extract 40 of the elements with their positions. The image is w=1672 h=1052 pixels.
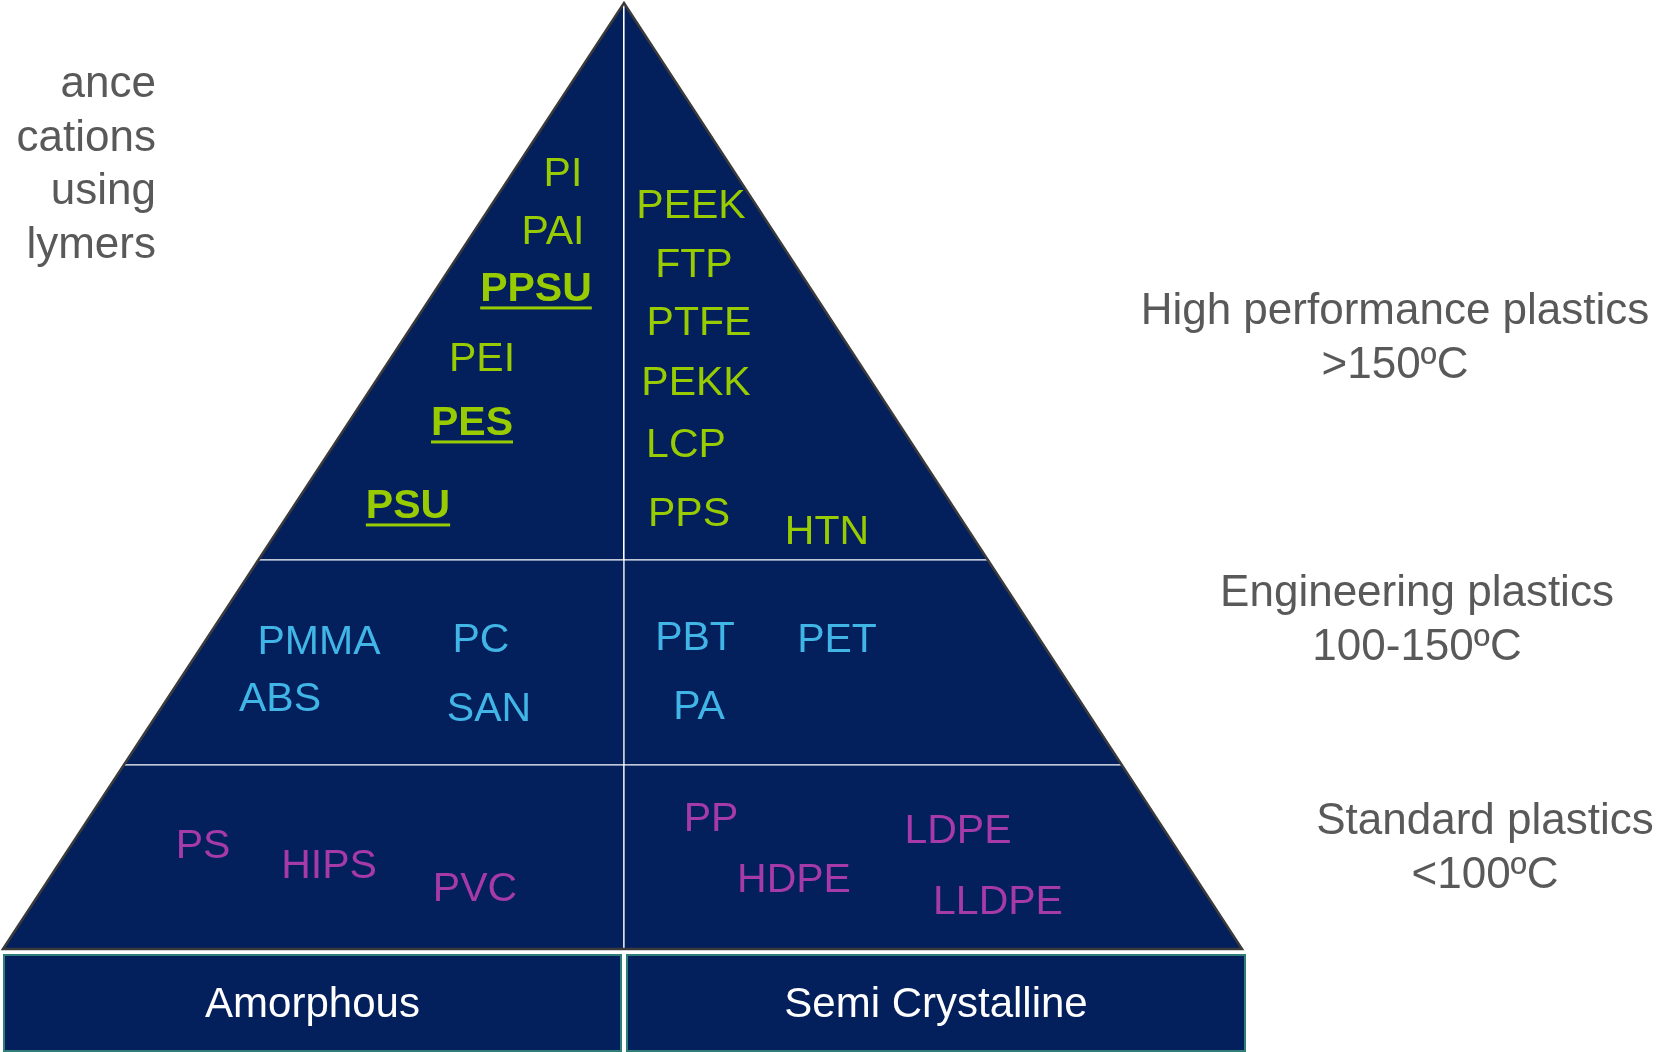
polymer-name: PTFE (646, 299, 752, 345)
polymer-name: FTP (655, 241, 733, 287)
tier-label: Engineering plastics 100-150ºC (1219, 565, 1615, 671)
tier-label: High performance plastics >150ºC (1139, 283, 1651, 389)
polymer-name: HTN (784, 508, 870, 554)
side-text: ance cations using lymers (15, 56, 156, 269)
polymer-name: PBT (655, 614, 735, 660)
polymer-name: PVC (432, 865, 518, 911)
polymer-name: PC (452, 616, 510, 662)
polymer-name: SAN (446, 685, 532, 731)
polymer-name: PSU (365, 482, 451, 528)
polymer-name: PS (175, 822, 231, 868)
polymer-name: PA (673, 683, 725, 729)
category-box (3, 954, 622, 1052)
polymer-name: LDPE (904, 807, 1012, 853)
polymer-name: LLDPE (933, 878, 1063, 924)
polymer-name: PP (683, 795, 739, 841)
category-label: Semi Crystalline (784, 979, 1088, 1027)
polymer-name: HDPE (737, 856, 851, 902)
polymer-name: PET (797, 616, 877, 662)
polymer-name: PES (430, 399, 513, 445)
polymer-name: PPSU (480, 265, 592, 311)
polymer-name: PI (543, 150, 583, 196)
polymer-name: PEI (448, 335, 516, 381)
pyramid-section (624, 3, 988, 560)
category-label: Amorphous (205, 979, 420, 1027)
pyramid-section (624, 560, 1122, 765)
pyramid-section (3, 765, 624, 949)
polymer-name: PMMA (257, 618, 381, 664)
polymer-name: LCP (646, 421, 726, 467)
pyramid-section (123, 560, 624, 765)
tier-label: Standard plastics <100ºC (1315, 793, 1655, 899)
category-box (626, 954, 1246, 1052)
pyramid-section (624, 765, 1242, 949)
polymer-name: PEKK (641, 359, 751, 405)
polymer-name: PAI (521, 208, 585, 254)
polymer-name: HIPS (281, 842, 377, 888)
polymer-name: PPS (648, 490, 730, 536)
polymer-name: ABS (238, 675, 321, 721)
polymer-name: PEEK (636, 182, 746, 228)
